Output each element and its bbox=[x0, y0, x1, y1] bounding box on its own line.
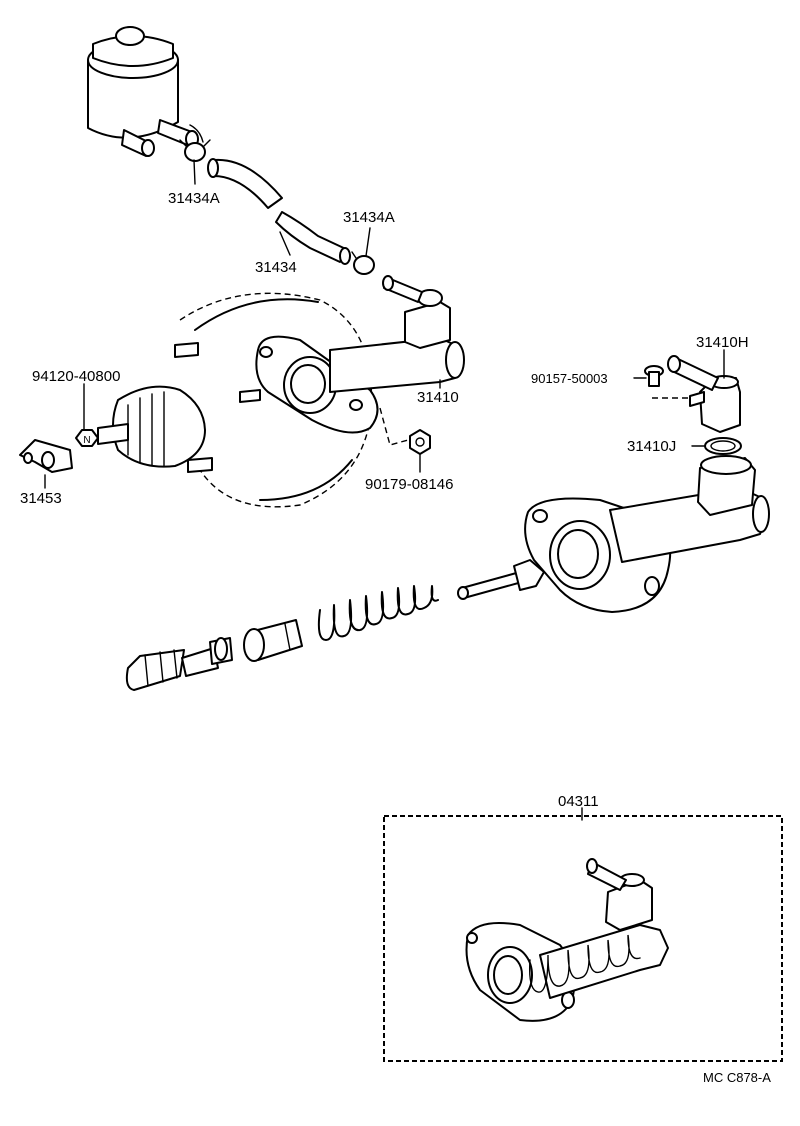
screw bbox=[644, 365, 690, 399]
repair-kit-frame bbox=[383, 815, 783, 1062]
master-cylinder-body bbox=[524, 455, 770, 613]
reservoir-hose bbox=[275, 211, 351, 265]
nut-marker: N bbox=[75, 429, 99, 447]
spring-retainer bbox=[243, 619, 303, 662]
label-repair-kit: 04311 bbox=[558, 793, 599, 810]
hose-clamp-lower bbox=[351, 251, 375, 275]
label-nut: 94120-40800 bbox=[32, 368, 120, 385]
repair-kit-drawing bbox=[465, 858, 669, 1022]
label-clevis: 31453 bbox=[20, 490, 62, 507]
label-reservoir-clamp-upper: 31434A bbox=[168, 190, 220, 207]
label-cylinder-nut: 90179-08146 bbox=[365, 476, 453, 493]
label-screw: 90157-50003 bbox=[531, 371, 608, 386]
spring bbox=[317, 585, 439, 641]
grommet bbox=[704, 437, 742, 455]
hose-clamp-upper bbox=[179, 139, 211, 162]
label-reservoir-clamp-lower: 31434A bbox=[343, 209, 395, 226]
label-master-cylinder: 31410 bbox=[417, 389, 459, 406]
leader-lines bbox=[44, 159, 725, 821]
piston bbox=[125, 637, 233, 691]
label-union: 31410H bbox=[696, 334, 749, 351]
reservoir-hose-upper bbox=[207, 158, 283, 209]
cylinder-nut bbox=[379, 407, 431, 455]
master-cylinder-assembly bbox=[255, 275, 465, 434]
clevis bbox=[19, 439, 73, 473]
diagram-code: MC C878-A bbox=[703, 1070, 771, 1085]
label-reservoir-hose: 31434 bbox=[255, 259, 297, 276]
label-grommet: 31410J bbox=[627, 438, 676, 455]
union bbox=[667, 355, 741, 433]
reservoir-tank bbox=[87, 26, 204, 157]
nut-marker-label: N bbox=[83, 435, 90, 446]
push-rod bbox=[457, 559, 545, 600]
